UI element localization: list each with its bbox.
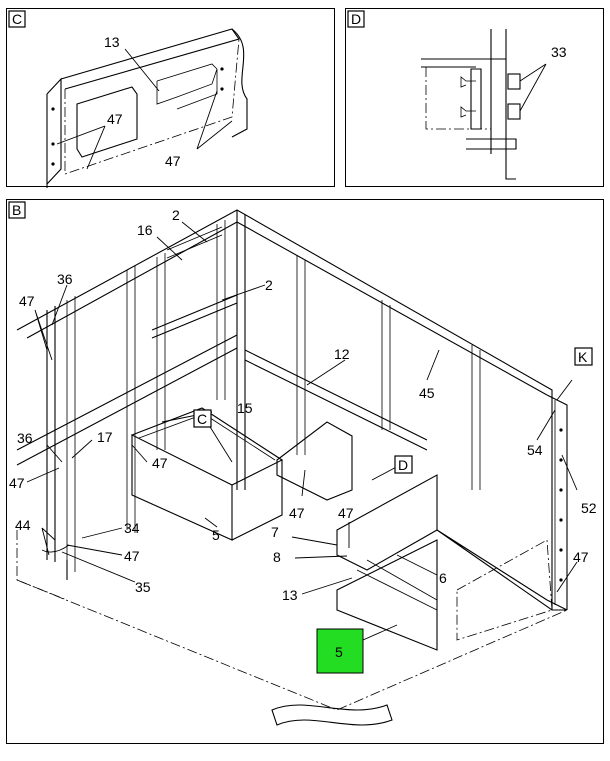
detail-view-d: D 33 (345, 8, 604, 187)
highlighted-callout-box (316, 628, 364, 674)
detail-d-drawing: D 33 (347, 10, 567, 180)
callout-2-top: 2 (172, 207, 180, 223)
main-b-drawing: B (8, 201, 597, 726)
callout-5-highlighted: 5 (335, 644, 343, 660)
callout-52: 52 (581, 500, 597, 516)
view-ref-d: D (398, 457, 408, 473)
callout-2-mid: 2 (265, 277, 273, 293)
callout-33: 33 (551, 44, 567, 60)
callout-54: 54 (527, 442, 543, 458)
callout-36-lower: 36 (17, 430, 33, 446)
callout-12: 12 (334, 346, 350, 362)
callout-47-left-mid: 47 (9, 475, 25, 491)
callout-45: 45 (419, 385, 435, 401)
view-tag-c: C (12, 11, 22, 27)
callout-17: 17 (97, 429, 113, 445)
callout-47-left: 47 (107, 111, 123, 127)
callout-5-box: 5 (212, 527, 220, 543)
callout-47-lower-left: 47 (124, 548, 140, 564)
callout-47-right: 47 (165, 153, 181, 169)
callout-15: 15 (237, 400, 253, 416)
main-view-b: B (6, 199, 604, 744)
view-ref-c: C (197, 411, 207, 427)
callout-44: 44 (15, 517, 31, 533)
detail-c-drawing: C 13 47 47 (8, 10, 248, 188)
callout-34: 34 (124, 520, 140, 536)
callout-47-upper-left: 47 (19, 293, 35, 309)
callout-7: 7 (271, 524, 279, 540)
view-tag-d: D (351, 11, 361, 27)
callout-6: 6 (439, 570, 447, 586)
view-tag-b: B (12, 202, 21, 218)
detail-view-c: C 13 47 47 (6, 8, 335, 188)
view-ref-k: K (578, 349, 588, 365)
callout-35: 35 (135, 579, 151, 595)
callout-47-box: 47 (152, 455, 168, 471)
callout-16: 16 (137, 222, 153, 238)
callout-47-bracket: 47 (338, 505, 354, 521)
callout-8: 8 (273, 549, 281, 565)
callout-13: 13 (282, 587, 298, 603)
callout-47-panel: 47 (289, 505, 305, 521)
callout-36-upper: 36 (57, 271, 73, 287)
callout-13: 13 (104, 34, 120, 50)
callout-47-right: 47 (573, 549, 589, 565)
